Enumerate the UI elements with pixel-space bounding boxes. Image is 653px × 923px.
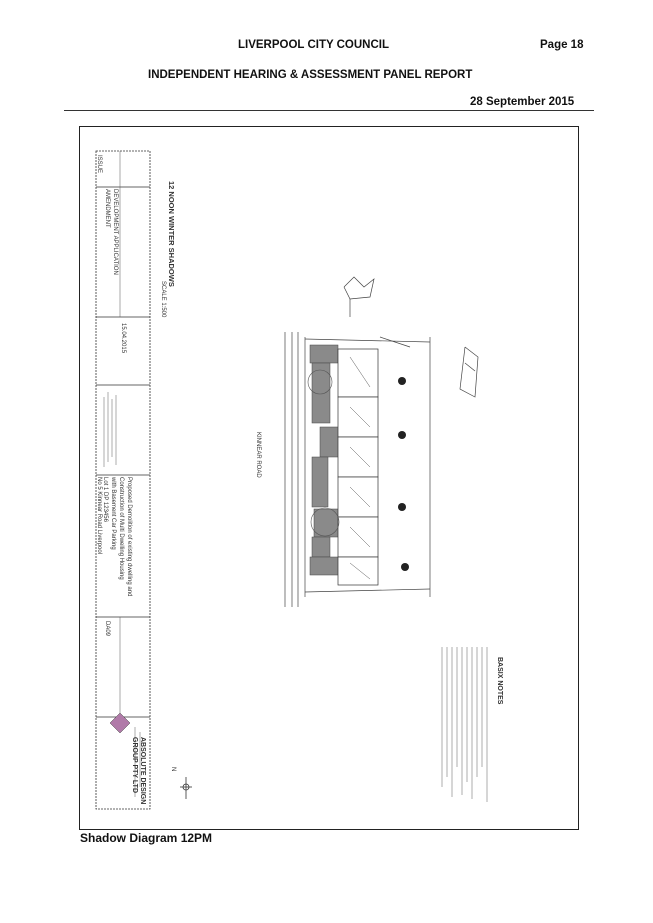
report-title: INDEPENDENT HEARING & ASSESSMENT PANEL R… [148,69,473,81]
council-name: LIVERPOOL CITY COUNCIL [238,39,390,51]
header-rule [64,110,594,111]
company-logo [109,712,131,734]
north-arrow [180,777,192,799]
site-plan [180,276,488,802]
drawing-sheet: ISSUE AMENDMENT DEVELOPMENT APPLICATION … [79,126,579,830]
north-label: N [170,767,176,772]
street-name: KINNEAR ROAD [255,432,261,478]
figure-caption: Shadow Diagram 12PM [80,831,213,845]
report-date: 28 September 2015 [470,96,575,108]
page-number: Page 18 [540,39,584,51]
title-block [95,150,151,810]
basix-title: BASIX NOTES [496,657,503,705]
